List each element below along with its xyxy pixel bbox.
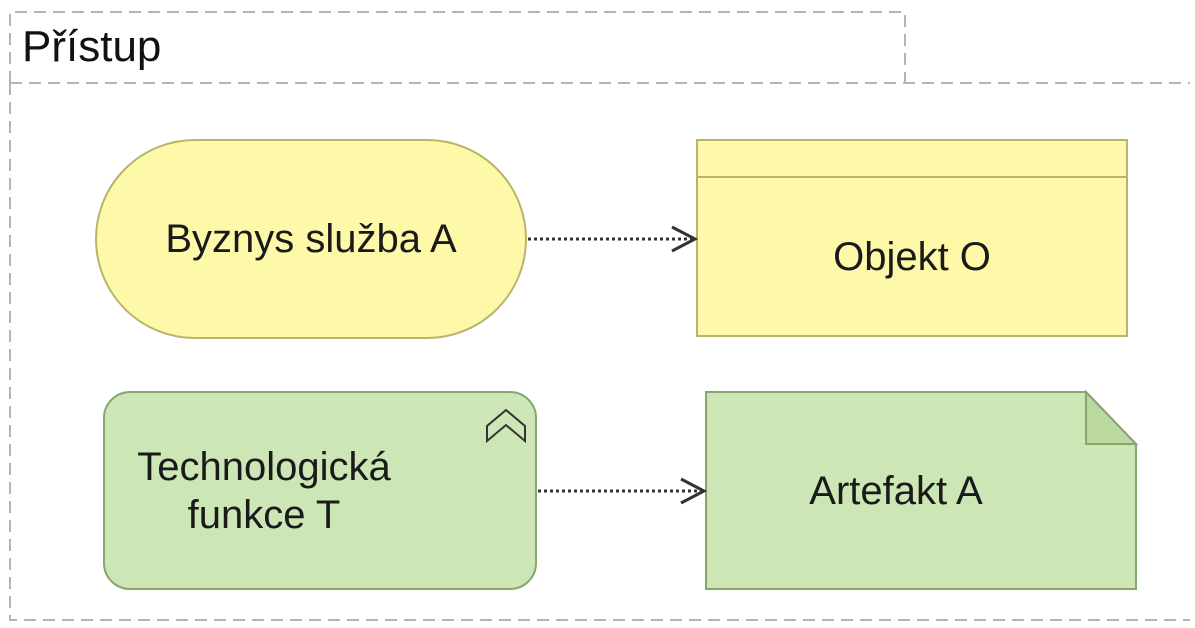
group-tab [9, 11, 906, 83]
group-body [9, 82, 1190, 621]
artifact-label: Artefakt A [809, 468, 983, 513]
technology-function-label: Technologická funkce T [137, 444, 391, 537]
business-service-shape[interactable] [95, 139, 527, 339]
open-arrowhead-icon [680, 477, 708, 505]
artifact-shape[interactable] [705, 389, 1139, 590]
business-service-label: Byznys služba A [165, 217, 457, 261]
artifact-folded-corner [1085, 389, 1139, 445]
technology-function-shape[interactable] [103, 391, 537, 590]
group-label: Přístup [22, 22, 162, 71]
group-pristup[interactable] [9, 11, 1190, 621]
data-object-label: Objekt O [833, 234, 991, 279]
open-arrowhead-icon [671, 225, 699, 253]
data-object-shape[interactable] [696, 139, 1128, 337]
relation-function-to-artifact[interactable] [538, 477, 708, 505]
function-chevron-icon [486, 408, 526, 444]
relation-service-to-object[interactable] [528, 225, 699, 253]
